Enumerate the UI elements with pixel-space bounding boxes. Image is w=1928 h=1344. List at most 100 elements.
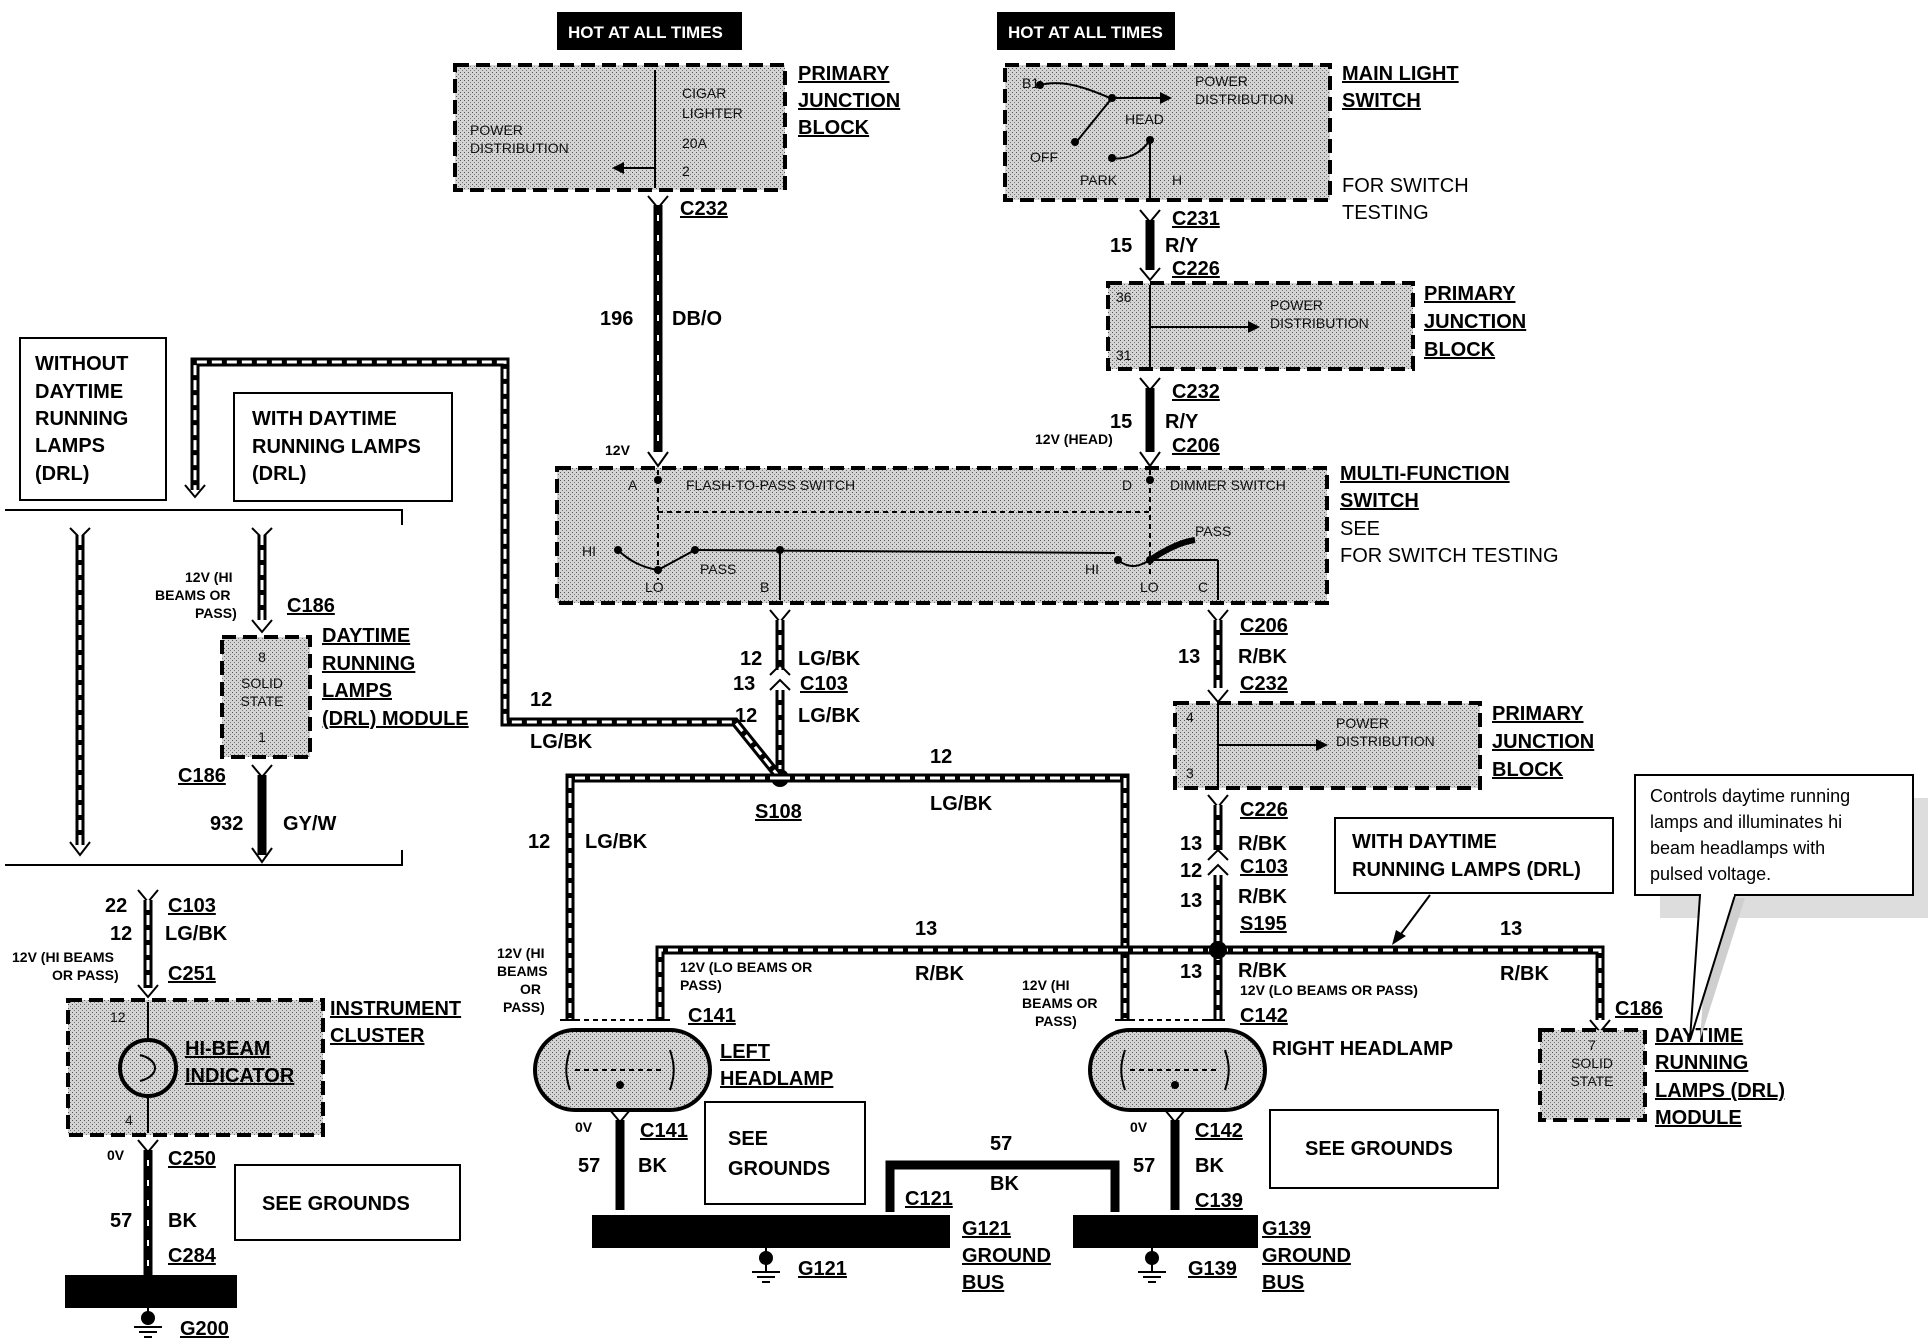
svg-text:G139: G139 bbox=[1188, 1258, 1237, 1280]
svg-text:15: 15 bbox=[1110, 411, 1132, 433]
svg-text:C121: C121 bbox=[905, 1188, 953, 1210]
svg-text:196: 196 bbox=[600, 308, 633, 330]
svg-text:12: 12 bbox=[735, 705, 757, 727]
svg-text:LG/BK: LG/BK bbox=[930, 793, 993, 815]
wire-13-rbk-horizontal: 13 R/BK 13 R/BK C186 bbox=[655, 918, 1663, 1034]
svg-text:DISTRIBUTION: DISTRIBUTION bbox=[1270, 315, 1369, 331]
svg-text:HOT AT ALL TIMES: HOT AT ALL TIMES bbox=[568, 23, 723, 42]
svg-text:HI: HI bbox=[582, 543, 596, 559]
svg-text:12V (HI BEAMS: 12V (HI BEAMS bbox=[12, 949, 114, 965]
svg-text:57: 57 bbox=[110, 1210, 132, 1232]
svg-text:C103: C103 bbox=[168, 895, 216, 917]
svg-text:12: 12 bbox=[740, 648, 762, 670]
svg-text:B1: B1 bbox=[1022, 75, 1039, 91]
svg-text:BEAMS OR: BEAMS OR bbox=[1022, 995, 1097, 1011]
svg-text:S195: S195 bbox=[1240, 913, 1287, 935]
svg-text:HI: HI bbox=[1085, 561, 1099, 577]
svg-text:BEAMS OR: BEAMS OR bbox=[155, 587, 230, 603]
svg-text:FOR SWITCH: FOR SWITCH bbox=[1342, 175, 1469, 197]
svg-text:12: 12 bbox=[530, 689, 552, 711]
svg-text:C232: C232 bbox=[1172, 381, 1220, 403]
svg-text:C251: C251 bbox=[168, 963, 216, 985]
svg-text:C103: C103 bbox=[1240, 856, 1288, 878]
svg-text:POWER: POWER bbox=[470, 122, 523, 138]
svg-text:12: 12 bbox=[110, 1009, 126, 1025]
svg-text:MAIN LIGHT: MAIN LIGHT bbox=[1342, 63, 1459, 85]
svg-text:RUNNING: RUNNING bbox=[35, 408, 128, 430]
svg-text:SEE: SEE bbox=[728, 1128, 768, 1150]
wire-196: C232 196 DB/O bbox=[600, 195, 728, 468]
svg-text:CIGAR: CIGAR bbox=[682, 85, 726, 101]
multi-function-switch: A FLASH-TO-PASS SWITCH D DIMMER SWITCH H… bbox=[555, 431, 1559, 605]
svg-text:BK: BK bbox=[638, 1155, 667, 1177]
primary-junction-block-top: CIGAR LIGHTER 20A 2 POWER DISTRIBUTION P… bbox=[453, 63, 900, 192]
svg-text:JUNCTION: JUNCTION bbox=[1492, 731, 1594, 753]
svg-text:SOLID: SOLID bbox=[1571, 1055, 1613, 1071]
svg-text:INSTRUMENT: INSTRUMENT bbox=[330, 998, 461, 1020]
svg-text:GROUND: GROUND bbox=[1262, 1245, 1351, 1267]
svg-text:SEE GROUNDS: SEE GROUNDS bbox=[262, 1193, 410, 1215]
hot-label-left: HOT AT ALL TIMES bbox=[557, 12, 742, 50]
svg-text:C232: C232 bbox=[1240, 673, 1288, 695]
svg-text:12V: 12V bbox=[605, 442, 631, 458]
svg-text:GROUNDS: GROUNDS bbox=[728, 1158, 830, 1180]
svg-text:G200: G200 bbox=[180, 1318, 229, 1340]
svg-text:57: 57 bbox=[990, 1133, 1012, 1155]
wire-15-lower: C232 15 R/Y C206 bbox=[1110, 377, 1220, 468]
svg-text:PASS): PASS) bbox=[1035, 1013, 1077, 1029]
svg-text:LEFT: LEFT bbox=[720, 1041, 770, 1063]
svg-text:C232: C232 bbox=[680, 198, 728, 220]
svg-text:WITH DAYTIME: WITH DAYTIME bbox=[1352, 831, 1497, 853]
svg-text:RUNNING: RUNNING bbox=[1655, 1052, 1748, 1074]
svg-text:DB/O: DB/O bbox=[672, 308, 722, 330]
svg-text:DAYTIME: DAYTIME bbox=[35, 381, 123, 403]
svg-text:(DRL) MODULE: (DRL) MODULE bbox=[322, 708, 469, 730]
svg-text:HEADLAMP: HEADLAMP bbox=[720, 1068, 833, 1090]
svg-text:R/BK: R/BK bbox=[1238, 886, 1287, 908]
svg-text:FLASH-TO-PASS SWITCH: FLASH-TO-PASS SWITCH bbox=[686, 477, 855, 493]
svg-text:31: 31 bbox=[1116, 347, 1132, 363]
svg-text:HOT AT ALL TIMES: HOT AT ALL TIMES bbox=[1008, 23, 1163, 42]
without-drl-box: WITHOUT DAYTIME RUNNING LAMPS (DRL) bbox=[19, 337, 167, 501]
svg-text:A: A bbox=[628, 477, 638, 493]
hot-label-right: HOT AT ALL TIMES bbox=[997, 12, 1175, 50]
svg-text:LO: LO bbox=[1140, 579, 1159, 595]
svg-text:BK: BK bbox=[168, 1210, 197, 1232]
svg-text:R/BK: R/BK bbox=[1238, 960, 1287, 982]
svg-text:3: 3 bbox=[1186, 765, 1194, 781]
svg-text:BUS: BUS bbox=[1262, 1272, 1304, 1294]
svg-text:12V (HI: 12V (HI bbox=[497, 945, 544, 961]
svg-text:13: 13 bbox=[1180, 961, 1202, 983]
svg-text:S108: S108 bbox=[755, 801, 802, 823]
svg-text:LG/BK: LG/BK bbox=[165, 923, 228, 945]
svg-text:SWITCH: SWITCH bbox=[1342, 90, 1421, 112]
svg-text:(DRL): (DRL) bbox=[252, 463, 306, 485]
svg-text:DAYTIME: DAYTIME bbox=[1655, 1025, 1743, 1047]
svg-text:PARK: PARK bbox=[1080, 172, 1118, 188]
svg-text:SEE GROUNDS: SEE GROUNDS bbox=[1305, 1138, 1453, 1160]
svg-text:RUNNING LAMPS (DRL): RUNNING LAMPS (DRL) bbox=[1352, 859, 1581, 881]
svg-text:GROUND: GROUND bbox=[962, 1245, 1051, 1267]
cluster-ground: 0V C250 57 BK C284 G200 bbox=[65, 1139, 237, 1340]
svg-text:B: B bbox=[760, 579, 769, 595]
svg-text:2: 2 bbox=[682, 163, 690, 179]
instrument-cluster: 22 C103 12 LG/BK 12V (HI BEAMS OR PASS) … bbox=[12, 889, 461, 1137]
svg-text:POWER: POWER bbox=[1336, 715, 1389, 731]
svg-text:RIGHT HEADLAMP: RIGHT HEADLAMP bbox=[1272, 1038, 1453, 1060]
svg-text:FOR SWITCH TESTING: FOR SWITCH TESTING bbox=[1340, 545, 1559, 567]
drl-callout: Controls daytime running lamps and illum… bbox=[1634, 774, 1928, 1041]
svg-text:PRIMARY: PRIMARY bbox=[1424, 283, 1516, 305]
right-headlamp: RIGHT HEADLAMP 12V (HI BEAMS OR PASS) 12… bbox=[1022, 977, 1453, 1112]
svg-text:PASS: PASS bbox=[1195, 523, 1231, 539]
svg-text:LG/BK: LG/BK bbox=[585, 831, 648, 853]
svg-text:R/BK: R/BK bbox=[1238, 833, 1287, 855]
svg-text:C142: C142 bbox=[1240, 1005, 1288, 1027]
svg-text:12V (LO BEAMS OR: 12V (LO BEAMS OR bbox=[680, 959, 812, 975]
svg-text:JUNCTION: JUNCTION bbox=[1424, 311, 1526, 333]
svg-text:LG/BK: LG/BK bbox=[798, 648, 861, 670]
svg-text:C141: C141 bbox=[640, 1120, 688, 1142]
svg-text:POWER: POWER bbox=[1195, 73, 1248, 89]
drl-option-bracket bbox=[5, 509, 403, 866]
svg-text:DISTRIBUTION: DISTRIBUTION bbox=[470, 140, 569, 156]
